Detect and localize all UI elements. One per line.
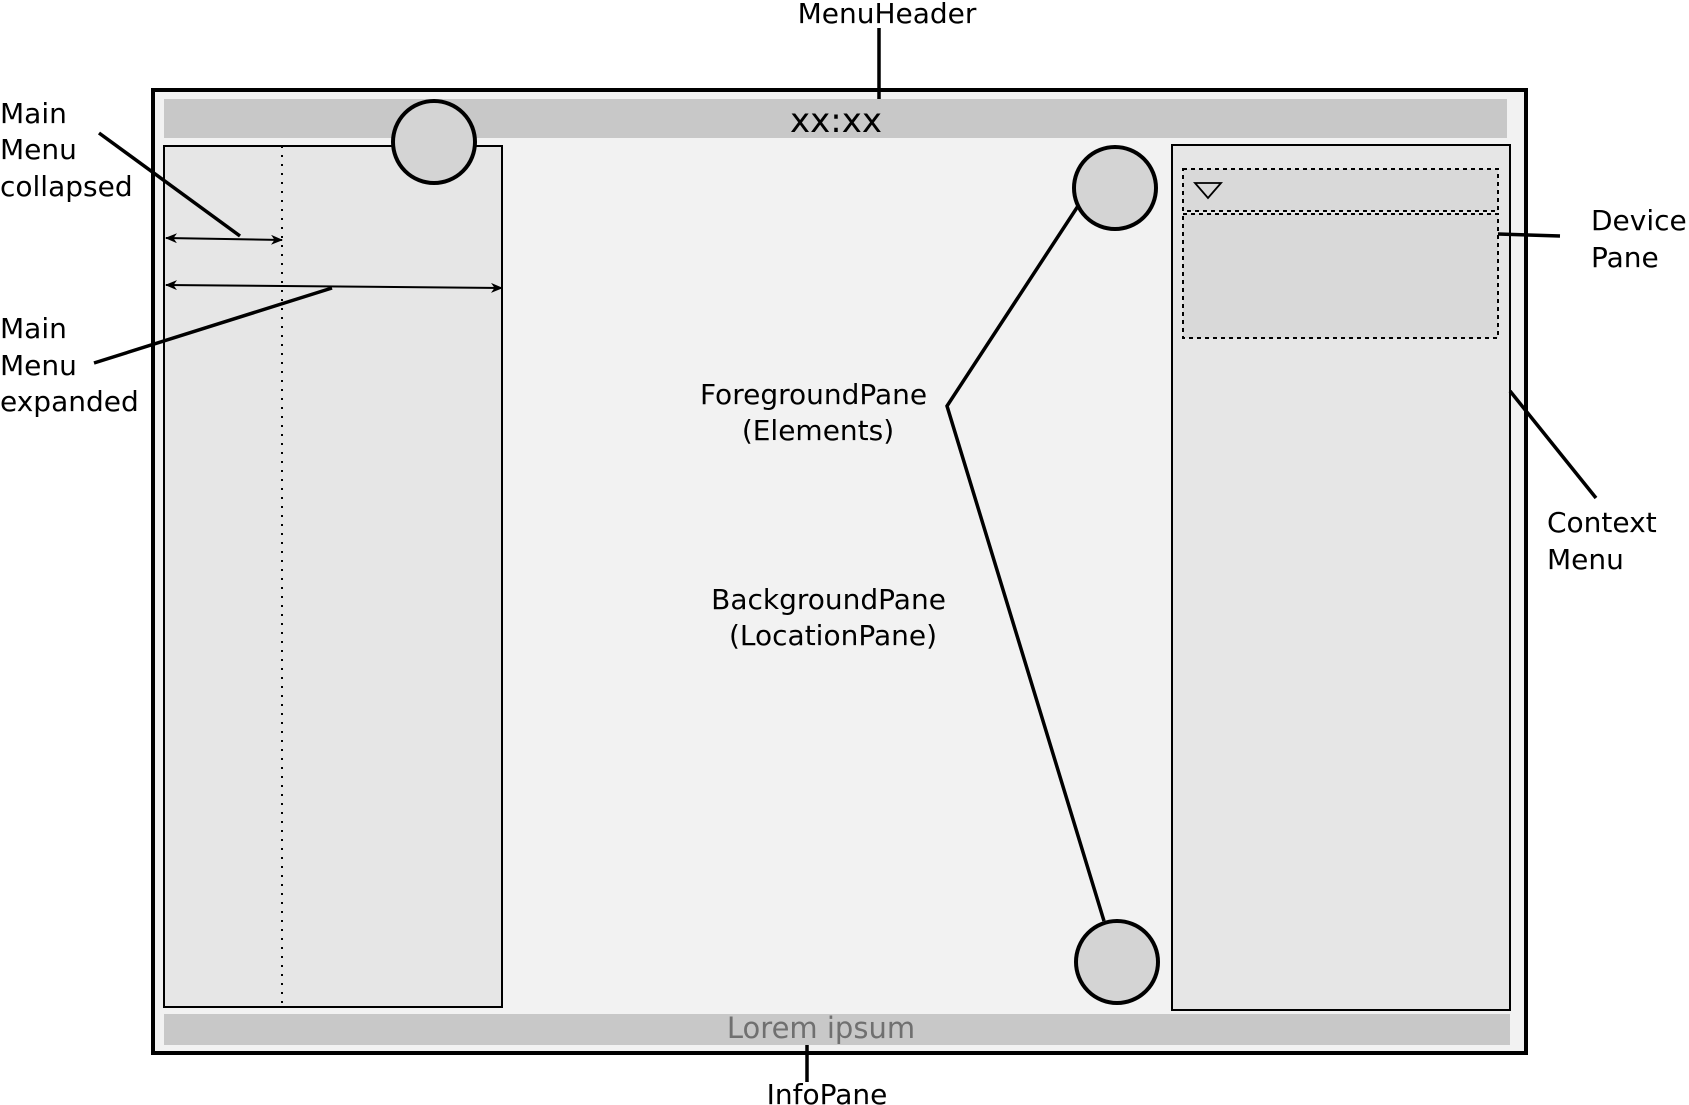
label-menu-header: MenuHeader <box>798 0 977 30</box>
device-pane-header[interactable] <box>1182 168 1499 212</box>
label-main-menu-expanded: Main Menu expanded <box>0 312 139 418</box>
context-menu-callout <box>1508 389 1598 500</box>
expanded-width-arrow <box>165 280 503 293</box>
main-menu-pane[interactable] <box>163 145 503 1008</box>
header-clock: xx:xx <box>790 101 882 141</box>
label-background-pane-line-2: (LocationPane) <box>729 619 937 652</box>
device-pane-callout <box>1497 232 1561 238</box>
label-device-pane-line-1: Device <box>1591 204 1687 237</box>
label-device-pane: Device Pane <box>1591 204 1689 274</box>
label-context-menu-line-1: Context <box>1547 506 1657 539</box>
label-main-menu-collapsed-line-3: collapsed <box>0 170 133 203</box>
label-main-menu-collapsed-line-2: Menu <box>0 133 77 166</box>
info-pane-bar <box>164 1014 1510 1045</box>
info-pane-text: Lorem ipsum <box>727 1011 915 1045</box>
label-background-pane-line-1: BackgroundPane <box>711 583 946 616</box>
label-main-menu-collapsed: Main Menu collapsed <box>0 97 133 203</box>
main-menu-collapsed-callout <box>97 131 242 238</box>
foreground-pane-callout <box>945 205 1106 922</box>
main-menu-expanded-callout <box>93 286 333 365</box>
label-context-menu-line-2: Menu <box>1547 543 1624 576</box>
foreground-button-bottom[interactable] <box>1074 919 1160 1005</box>
triangle-down-icon[interactable] <box>1193 182 1223 200</box>
menu-header-bar <box>164 99 1507 138</box>
label-foreground-pane-line-1: ForegroundPane <box>700 378 927 411</box>
collapsed-width-arrow <box>165 233 283 245</box>
label-foreground-pane: ForegroundPane (Elements) <box>700 378 936 447</box>
label-info-pane: InfoPane <box>767 1078 888 1105</box>
label-device-pane-line-2: Pane <box>1591 241 1659 274</box>
label-main-menu-expanded-line-1: Main <box>0 312 67 345</box>
main-menu-toggle-button[interactable] <box>391 99 477 185</box>
label-context-menu: Context Menu <box>1547 506 1666 576</box>
foreground-button-top[interactable] <box>1072 145 1158 231</box>
label-foreground-pane-line-2: (Elements) <box>742 414 894 447</box>
label-main-menu-expanded-line-3: expanded <box>0 385 139 418</box>
label-background-pane: BackgroundPane (LocationPane) <box>711 583 955 652</box>
label-main-menu-collapsed-line-1: Main <box>0 97 67 130</box>
label-main-menu-expanded-line-2: Menu <box>0 349 77 382</box>
device-pane-body <box>1182 213 1499 339</box>
